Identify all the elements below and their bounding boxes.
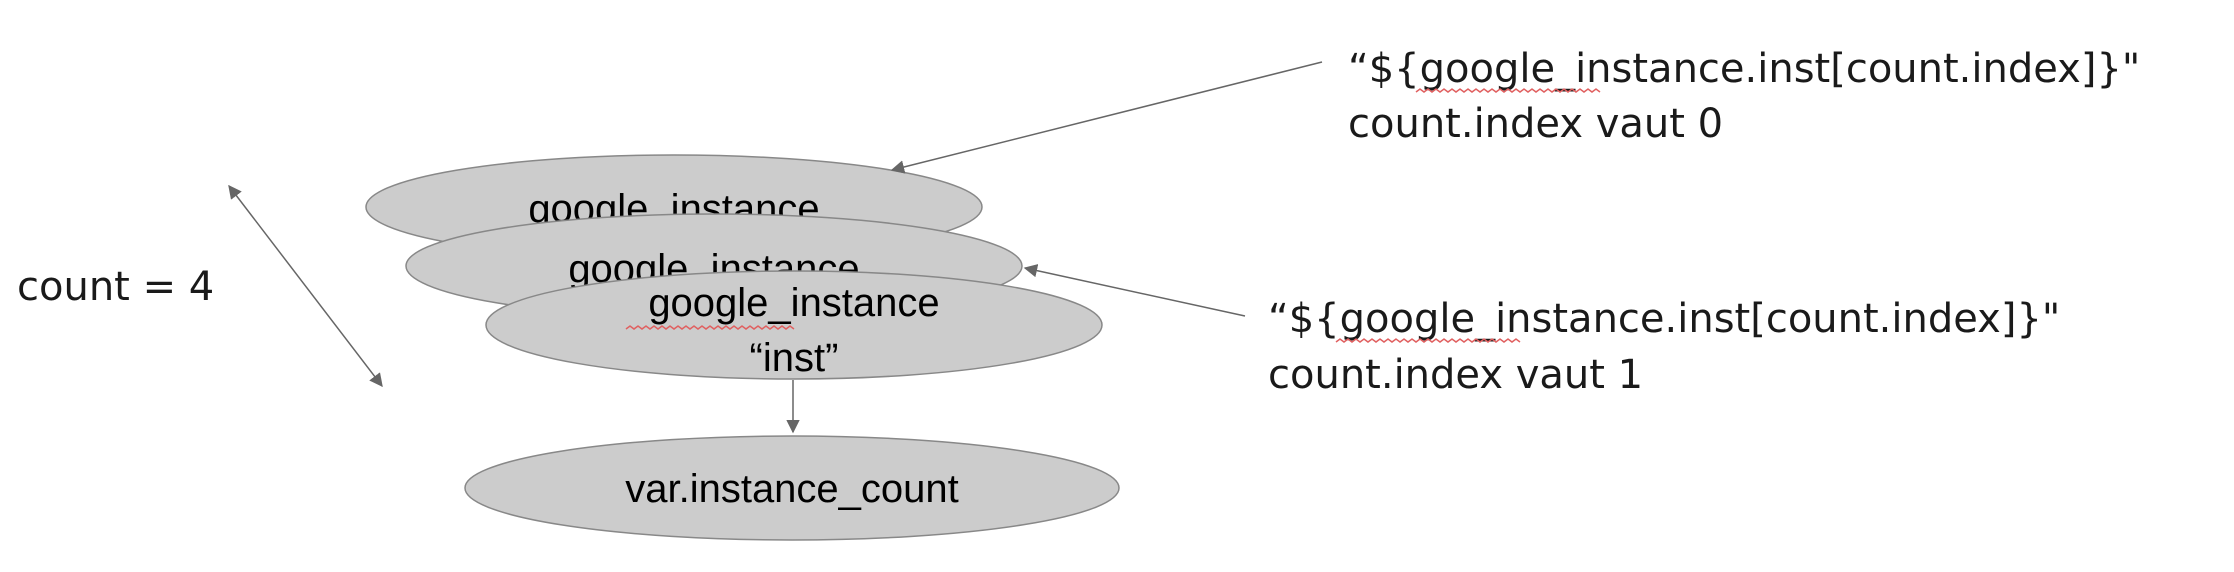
node-var-instance-count: var.instance_count (464, 435, 1120, 541)
arrow-count-double (228, 184, 383, 388)
count-label: count = 4 (17, 264, 214, 310)
arrow-mid-annotation (1023, 263, 1246, 317)
annotation-index-0: “${google_instance.inst[count.index]}" c… (1348, 46, 2140, 147)
node-bottom-label: var.instance_count (625, 467, 959, 511)
annotation-1-value: count.index vaut 1 (1268, 352, 1643, 398)
annotation-0-expr: “${google_instance.inst[count.index]}" (1348, 46, 2140, 92)
arrow-top-annotation (890, 61, 1323, 174)
spellcheck-underline (1415, 88, 1601, 93)
spellcheck-underline (1335, 338, 1521, 343)
spellcheck-underline (625, 325, 795, 330)
node-front-sublabel: “inst” (750, 336, 839, 380)
annotation-0-value: count.index vaut 0 (1348, 101, 1723, 147)
annotation-index-1: “${google_instance.inst[count.index]}" c… (1268, 296, 2060, 398)
annotation-1-expr: “${google_instance.inst[count.index]}" (1268, 296, 2060, 342)
node-front-label: google_instance (648, 281, 939, 325)
node-google-instance-front: google_instance “inst” (485, 270, 1103, 380)
